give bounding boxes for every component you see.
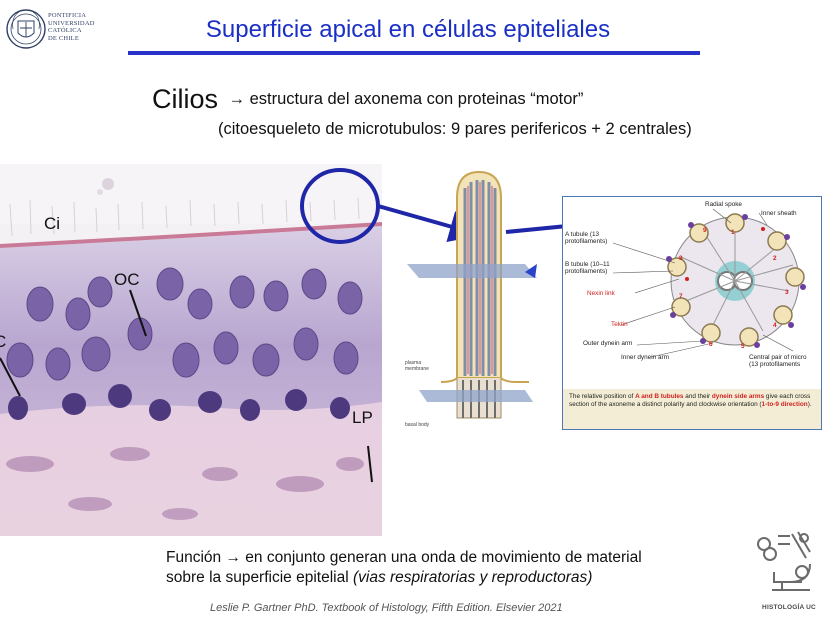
tubule-number-1: 1 [731, 229, 735, 236]
slide-title: Superficie apical en células epiteliales [205, 16, 611, 43]
citation: Leslie P. Gartner PhD. Textbook of Histo… [210, 602, 563, 614]
histologia-logo [752, 528, 824, 618]
university-line: UNIVERSIDAD [48, 19, 95, 27]
label-nexin-link: Nexin link [587, 290, 615, 297]
tubule-number-7: 7 [679, 293, 683, 300]
label-central-pair: Central pair of micro(13 protofilaments [749, 354, 807, 369]
label-basal-body: basal body [405, 422, 430, 428]
university-line: PONTIFICIA [48, 12, 87, 19]
title-underline [128, 51, 700, 55]
cilios-definition-text: estructura del axonema con proteinas “mo… [249, 90, 584, 108]
tubule-number-4: 4 [773, 322, 777, 329]
cilios-heading: Cilios → estructura del axonema con prot… [152, 84, 583, 115]
university-seal-icon [6, 9, 46, 49]
micrograph-image [0, 164, 382, 536]
university-logo [5, 3, 115, 59]
tubule-number-6: 6 [709, 341, 713, 348]
axoneme-diagram: plasma membrane basal body [405, 168, 537, 440]
function-description: Función → en conjunto generan una onda d… [166, 548, 746, 588]
histologia-logo-text: HISTOLOGÍA UC [762, 604, 816, 611]
tubule-number-5: 5 [741, 343, 745, 350]
cilios-definition: → estructura del axonema con proteinas “… [228, 90, 583, 108]
highlight-circle [300, 168, 380, 244]
label-inner-sheath: Inner sheath [761, 210, 797, 217]
university-name: PONTIFICIA UNIVERSIDAD CATÓLICA DE CHILE [48, 12, 95, 42]
histology-micrograph: Ci OC C LP [0, 164, 382, 536]
university-line: DE CHILE [48, 34, 80, 42]
cross-section-diagram [612, 208, 806, 358]
label-ci: Ci [44, 214, 61, 233]
tubule-number-8: 8 [679, 255, 683, 262]
cross-section-caption: The relative position of A and B tubules… [563, 389, 821, 429]
label-outer-dynein: Outer dynein arm [583, 340, 633, 347]
label-inner-dynein: Inner dynein arm [621, 354, 669, 361]
label-oc: OC [114, 270, 140, 289]
tubule-number-3: 3 [785, 289, 789, 296]
cilios-detail: (citoesqueleto de microtubulos: 9 pares … [218, 120, 692, 138]
arrow-icon: → [225, 549, 241, 566]
university-line: CATÓLICA [48, 27, 82, 35]
function-lead: Función [166, 549, 222, 566]
label-tektin: Tektin [611, 321, 628, 328]
microscope-icon [757, 531, 811, 591]
label-radial-spoke: Radial spoke [705, 201, 742, 208]
tubule-number-9: 9 [703, 227, 707, 234]
label-plasma-membrane: plasma membrane [405, 360, 429, 372]
axoneme-illustration [407, 170, 537, 419]
label-c: C [0, 332, 7, 351]
function-examples: (vias respiratorias y reproductoras) [352, 569, 593, 586]
label-lp: LP [352, 408, 373, 427]
function-text: en conjunto generan una onda de movimien… [240, 549, 642, 566]
cilios-term: Cilios [152, 84, 219, 114]
tubule-number-2: 2 [773, 255, 777, 262]
arrow-icon: → [228, 90, 245, 108]
function-text: sobre la superficie epitelial [166, 569, 353, 586]
arrow-to-axoneme [377, 204, 482, 242]
